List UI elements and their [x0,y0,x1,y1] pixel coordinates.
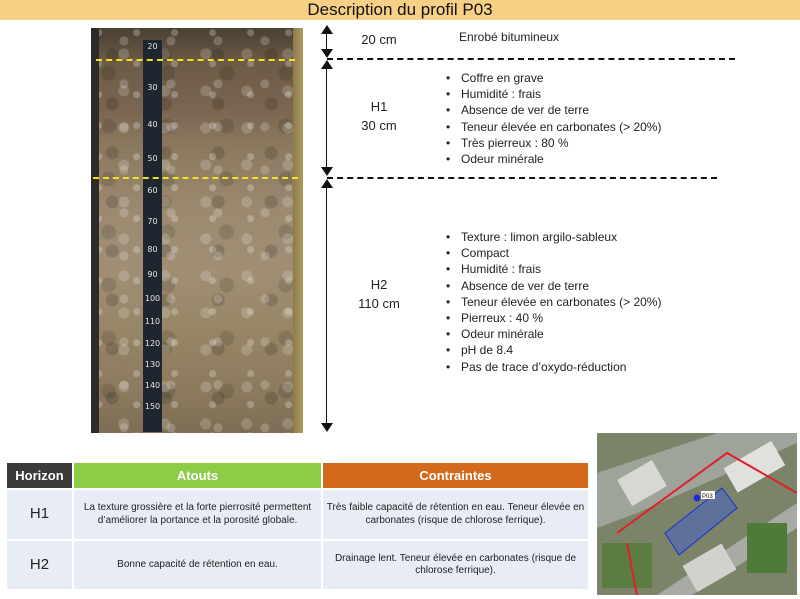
horizon-summary-table: Horizon Atouts Contraintes H1 La texture… [5,461,590,591]
measuring-ruler: 20 30 40 50 60 70 80 90 100 110 120 130 … [143,40,162,432]
layer-description-0: Enrobé bitumineux [459,30,560,44]
cell-contraintes: Très faible capacité de rétention en eau… [323,490,588,539]
horizon-boundary-line-2 [93,177,298,179]
table-row: H2 Bonne capacité de rétention en eau. D… [7,541,588,589]
header-horizon: Horizon [7,463,72,488]
list-item: Très pierreux : 80 % [446,135,661,151]
arrow-up-icon [321,25,333,34]
ruler-tick: 20 [147,42,158,51]
layer-depth-h1: 30 cm [361,118,397,133]
list-item: Coffre en grave [446,70,661,86]
ruler-tick: 90 [147,270,158,279]
layer-depth-h2: 110 cm [358,296,400,311]
ruler-tick: 70 [147,217,158,226]
list-item: Odeur minérale [446,326,661,342]
header-contraintes: Contraintes [323,463,588,488]
zone-outline [616,451,797,534]
list-item: Pierreux : 40 % [446,310,661,326]
ruler-tick: 110 [144,317,161,326]
list-item: Humidité : frais [446,86,661,102]
ruler-tick: 50 [147,154,158,163]
cell-horizon: H2 [7,541,72,589]
list-item: Odeur minérale [446,151,661,167]
list-item: Compact [446,245,661,261]
cell-horizon: H1 [7,490,72,539]
ruler-tick: 140 [144,381,161,390]
ruler-tick: 40 [147,120,158,129]
arrow-down-icon [321,49,333,58]
list-item: Humidité : frais [446,261,661,277]
marker-label: P03 [702,494,713,500]
layer-name-h2: H2 [370,277,388,292]
cell-contraintes: Drainage lent. Teneur élevée en carbonat… [323,541,588,589]
depth-line-2 [326,187,327,424]
arrow-up-icon [321,179,333,188]
header-atouts: Atouts [74,463,321,488]
horizon-boundary-line-1 [96,59,295,61]
layer-h1-properties: Coffre en grave Humidité : frais Absence… [446,70,661,167]
ruler-tick: 60 [147,186,158,195]
list-item: pH de 8.4 [446,342,661,358]
soil-profile-photo [91,28,303,433]
cell-atouts: Bonne capacité de rétention en eau. [74,541,321,589]
depth-line-0 [326,33,327,50]
depth-line-1 [326,68,327,168]
arrow-down-icon [321,167,333,176]
depth-separator-1 [327,58,735,60]
location-marker-icon [693,494,701,502]
list-item: Absence de ver de terre [446,102,661,118]
location-map: P03 [597,433,797,595]
layer-h2-properties: Texture : limon argilo-sableux Compact H… [446,229,661,375]
arrow-down-icon [321,423,333,432]
cell-atouts: La texture grossière et la forte pierros… [74,490,321,539]
depth-separator-2 [327,177,717,179]
ruler-tick: 120 [144,339,161,348]
table-row: H1 La texture grossière et la forte pier… [7,490,588,539]
list-item: Absence de ver de terre [446,278,661,294]
page-title: Description du profil P03 [0,0,800,20]
list-item: Teneur élevée en carbonates (> 20%) [446,294,661,310]
layer-depth-0: 20 cm [361,32,397,47]
list-item: Pas de trace d’oxydo-réduction [446,359,661,375]
ruler-tick: 80 [147,245,158,254]
list-item: Texture : limon argilo-sableux [446,229,661,245]
layer-name-h1: H1 [370,99,388,114]
list-item: Teneur élevée en carbonates (> 20%) [446,119,661,135]
ruler-tick: 30 [147,83,158,92]
arrow-up-icon [321,60,333,69]
ruler-tick: 130 [144,360,161,369]
ruler-tick: 100 [144,294,161,303]
ruler-tick: 150 [144,402,161,411]
